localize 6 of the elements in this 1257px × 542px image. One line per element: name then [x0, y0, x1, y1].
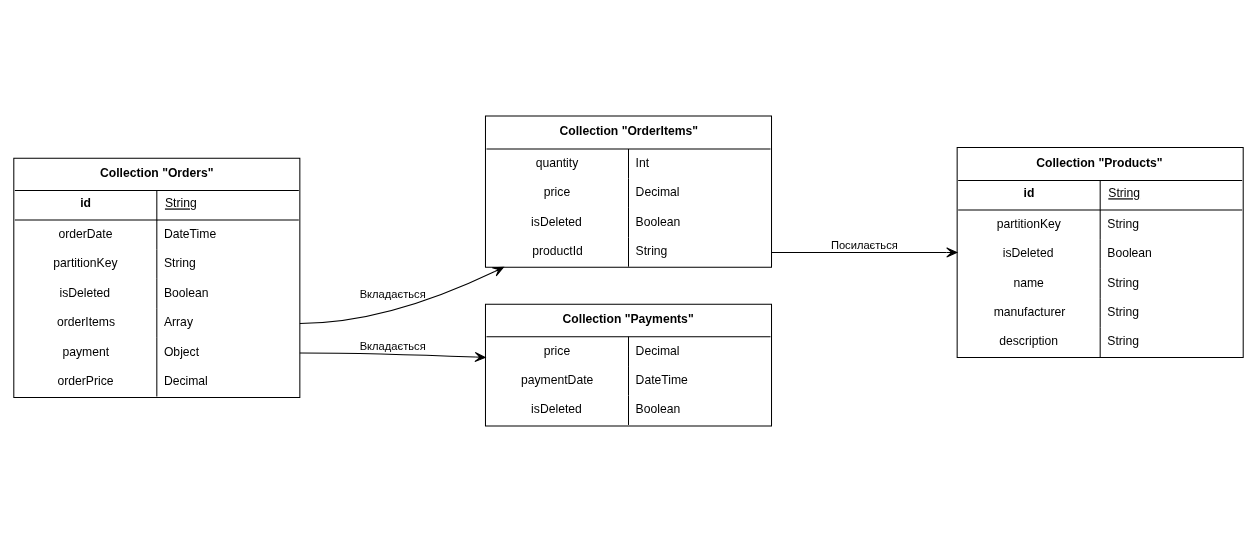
edge-label: Вкладається	[359, 287, 426, 300]
arrow	[299, 352, 486, 363]
edge-label: Посилається	[830, 239, 898, 252]
arrow	[299, 266, 504, 324]
edge-label: Вкладається	[359, 339, 426, 352]
arrow	[771, 247, 958, 258]
